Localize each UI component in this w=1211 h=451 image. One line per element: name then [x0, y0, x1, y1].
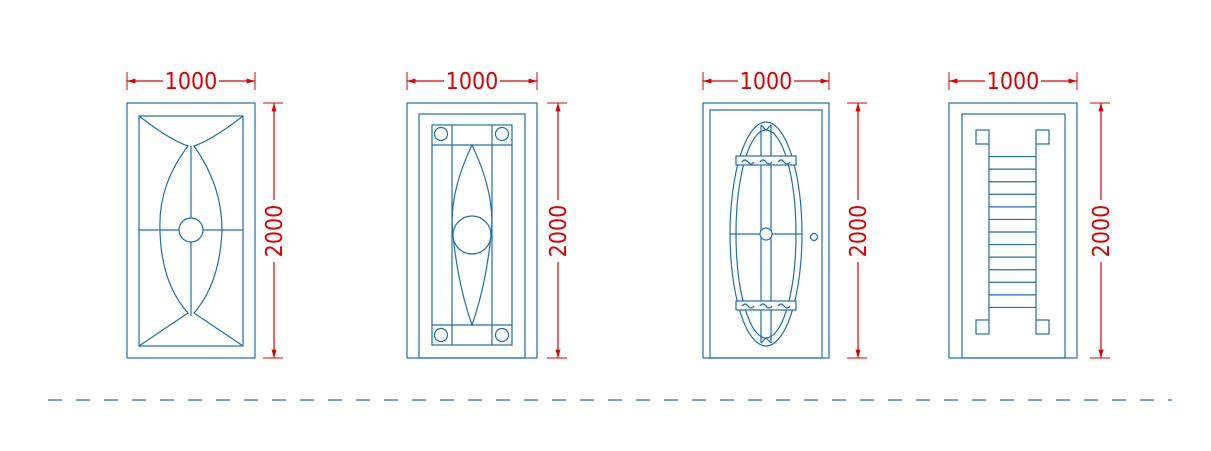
door-4-frame-inner — [961, 113, 1066, 359]
door-2-corner-br — [494, 327, 510, 343]
door-4-corner-tr — [1035, 129, 1050, 145]
door-4-corner-bl — [975, 319, 990, 335]
door-1-frame — [126, 102, 256, 359]
door-2-corner-bl — [433, 327, 449, 343]
door-3-handle — [809, 232, 819, 242]
door-3-center-circle — [759, 227, 773, 241]
door-1 — [126, 102, 256, 359]
door-1-panel — [138, 115, 244, 347]
door-1-width-label: 1000 — [165, 69, 218, 95]
door-1-center-circle — [178, 217, 204, 243]
door-4-width-label: 1000 — [987, 69, 1040, 95]
door-4 — [948, 102, 1078, 359]
door-3-dimensions: 1000 2000 — [702, 69, 872, 359]
door-3-top-band — [735, 155, 797, 166]
door-2-height-label: 2000 — [546, 205, 572, 258]
door-2 — [406, 102, 538, 359]
door-2-corner-tl — [433, 126, 449, 142]
door-4-ladder — [988, 144, 1037, 320]
door-2-dimensions: 1000 2000 — [406, 69, 572, 359]
door-1-dimensions: 1000 2000 — [126, 69, 288, 359]
door-2-width-label: 1000 — [446, 69, 499, 95]
door-2-frame-inner — [418, 113, 526, 359]
door-3-height-label: 2000 — [846, 205, 872, 258]
door-1-height-label: 2000 — [262, 205, 288, 258]
door-4-corner-tl — [975, 129, 990, 145]
door-2-corner-tr — [494, 126, 510, 142]
door-3 — [702, 102, 830, 359]
door-3-frame-inner — [709, 109, 823, 359]
door-4-corner-br — [1035, 319, 1050, 335]
door-4-dimensions: 1000 2000 — [948, 69, 1115, 359]
door-2-center-circle — [452, 215, 492, 255]
door-3-width-label: 1000 — [740, 69, 793, 95]
door-2-panel — [431, 124, 513, 346]
door-4-frame — [948, 102, 1078, 359]
door-4-height-label: 2000 — [1089, 205, 1115, 258]
